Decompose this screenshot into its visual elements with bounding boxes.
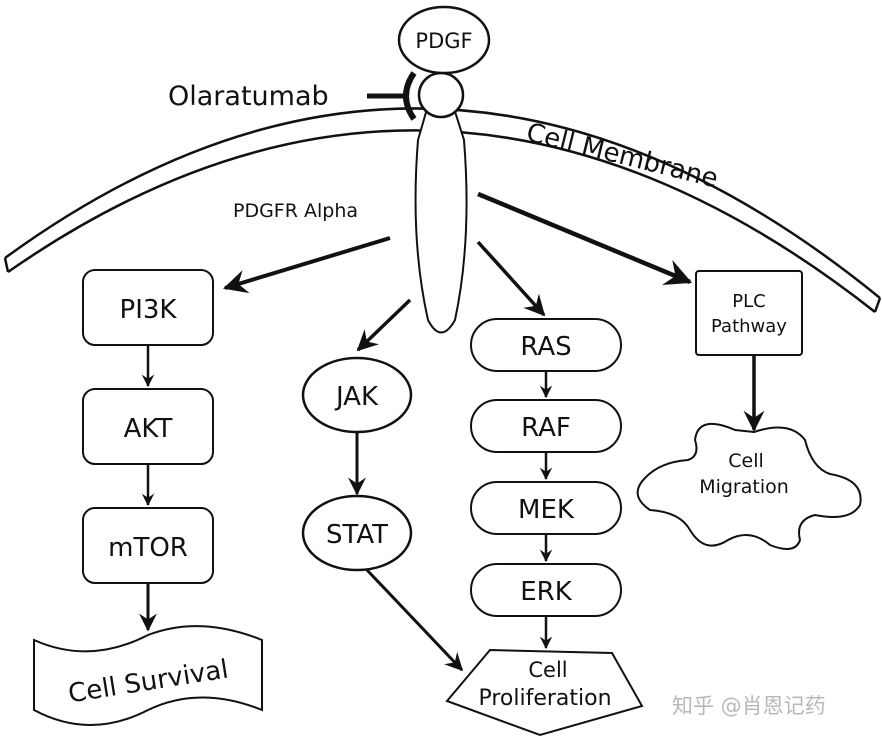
cell-survival-outcome: Cell Survival	[33, 625, 263, 726]
svg-text:PLC: PLC	[732, 291, 765, 312]
svg-text:Pathway: Pathway	[711, 316, 787, 337]
akt-node: AKT	[82, 388, 214, 465]
stat-node: STAT	[301, 494, 413, 572]
erk-node: ERK	[470, 563, 622, 617]
mek-node: MEK	[470, 481, 622, 535]
svg-text:MEK: MEK	[518, 495, 575, 525]
svg-text:Proliferation: Proliferation	[478, 686, 611, 711]
svg-text:PI3K: PI3K	[120, 295, 178, 325]
cell-proliferation-outcome: Cell Proliferation	[445, 648, 644, 737]
membrane-label: Cell Membrane	[523, 118, 721, 195]
mtor-node: mTOR	[82, 507, 214, 584]
arrow-receptor-to-ras	[476, 240, 546, 317]
pi3k-node: PI3K	[82, 269, 214, 346]
svg-text:STAT: STAT	[326, 520, 388, 550]
svg-text:JAK: JAK	[334, 382, 379, 412]
svg-text:AKT: AKT	[124, 414, 173, 444]
ras-node: RAS	[470, 318, 622, 372]
svg-text:RAS: RAS	[520, 332, 571, 362]
arrow-receptor-to-jak	[356, 298, 412, 352]
arrow-receptor-to-pi3k	[223, 236, 391, 294]
receptor-binding-domain	[417, 71, 465, 119]
arrow-stat-to-proliferation	[365, 568, 464, 672]
raf-node: RAF	[470, 399, 622, 453]
cell-migration-outcome: Cell Migration	[636, 422, 862, 550]
svg-text:Cell: Cell	[528, 658, 567, 682]
pdgf-ligand: PDGF	[397, 5, 491, 75]
svg-text:RAF: RAF	[521, 413, 571, 443]
plc-pathway-node: PLC Pathway	[695, 270, 803, 356]
pdgfr-alpha-receptor	[414, 71, 468, 334]
arrow-receptor-to-plc	[477, 191, 693, 285]
svg-text:mTOR: mTOR	[108, 533, 188, 563]
pdgf-label: PDGF	[415, 29, 472, 53]
svg-text:Migration: Migration	[699, 476, 789, 498]
receptor-label: PDGFR Alpha	[233, 200, 358, 222]
olaratumab-label: Olaratumab	[168, 81, 329, 112]
svg-text:Cell: Cell	[728, 450, 764, 472]
watermark: 知乎 @肖恩记药	[672, 694, 826, 718]
jak-node: JAK	[301, 356, 413, 434]
svg-text:ERK: ERK	[520, 577, 572, 607]
olaratumab-inhibitor: Olaratumab	[168, 71, 417, 121]
